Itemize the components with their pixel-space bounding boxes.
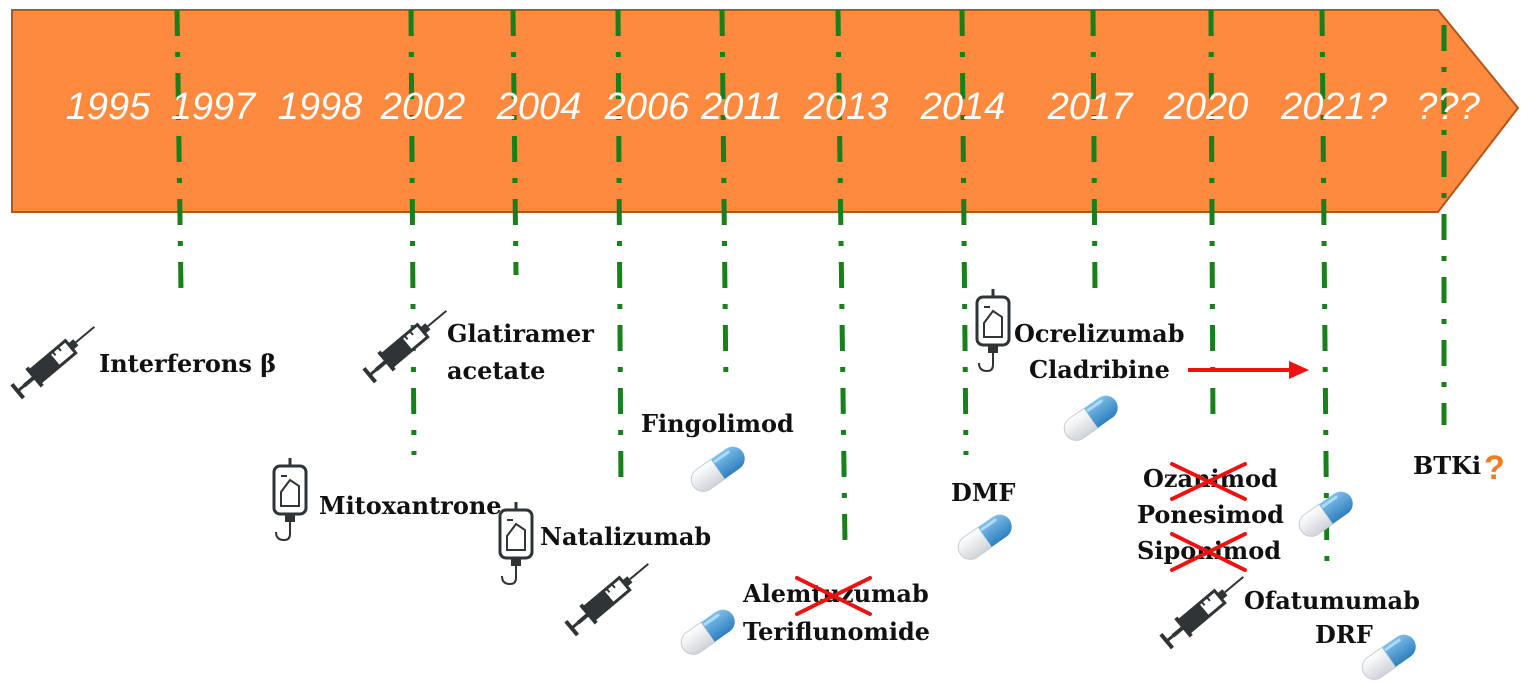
year-lines: [174, 9, 1447, 571]
year-label: 2006: [604, 86, 690, 128]
red-cross-out: [1170, 532, 1247, 572]
year-label: 2014: [920, 86, 1006, 128]
drug-label-dmf: DMF: [951, 478, 1015, 507]
year-label: 2020: [1163, 86, 1249, 128]
drug-label-ponesimod: Ponesimod: [1137, 500, 1284, 529]
red-cross-outs: [795, 462, 1247, 616]
year-label: 2002: [380, 86, 466, 128]
infusion-bag-icon: [975, 287, 1011, 373]
year-label: 2021?: [1280, 86, 1388, 128]
year-label: 1997: [171, 86, 257, 128]
drug-label-fingolimod: Fingolimod: [641, 409, 794, 438]
red-cross-out: [795, 576, 872, 616]
year-label: 2011: [700, 86, 783, 128]
syringe-icon: [7, 315, 105, 403]
drug-label-teriflunomide: Teriflunomide: [743, 617, 930, 646]
year-label: 1998: [278, 86, 363, 128]
year-label: 2013: [803, 86, 889, 128]
infusion-bag-icon: [272, 456, 308, 542]
capsule-icon: [685, 440, 751, 498]
syringe-icon: [1156, 565, 1254, 653]
drug-label-cladribine: Cladribine: [1029, 355, 1170, 384]
red-cross-out: [1170, 462, 1247, 501]
syringe-icon: [359, 299, 457, 387]
syringe-icon: [561, 552, 659, 640]
drug-label-drf: DRF: [1315, 620, 1373, 649]
timeline-arrow: [11, 9, 1520, 213]
year-label: ???: [1416, 86, 1480, 128]
red-arrow: [1188, 361, 1309, 379]
capsule-icon: [675, 603, 741, 661]
drug-label-ofatumumab: Ofatumumab: [1244, 586, 1420, 615]
drug-label-glatiramer-acetate: acetate: [447, 356, 545, 385]
drug-label-glatiramer: Glatiramer: [447, 319, 594, 348]
year-labels: 1995 1997 1998 2002 2004 2006 2011 2013 …: [66, 86, 1481, 128]
drug-label-mitoxantrone: Mitoxantrone: [319, 491, 502, 520]
drug-label-natalizumab: Natalizumab: [540, 522, 711, 551]
drug-label-btki: BTKi: [1413, 451, 1481, 480]
year-label: 2017: [1047, 86, 1134, 128]
year-label: 2004: [496, 86, 582, 128]
drug-label-ocrelizumab: Ocrelizumab: [1014, 319, 1184, 348]
year-label: 1995: [66, 86, 151, 128]
infusion-bag-icon: [498, 500, 534, 586]
capsule-icon: [952, 508, 1018, 566]
capsule-icon: [1058, 389, 1124, 447]
btki-question-mark: ?: [1484, 449, 1505, 487]
drug-label-interferons: Interferons β: [99, 349, 276, 378]
